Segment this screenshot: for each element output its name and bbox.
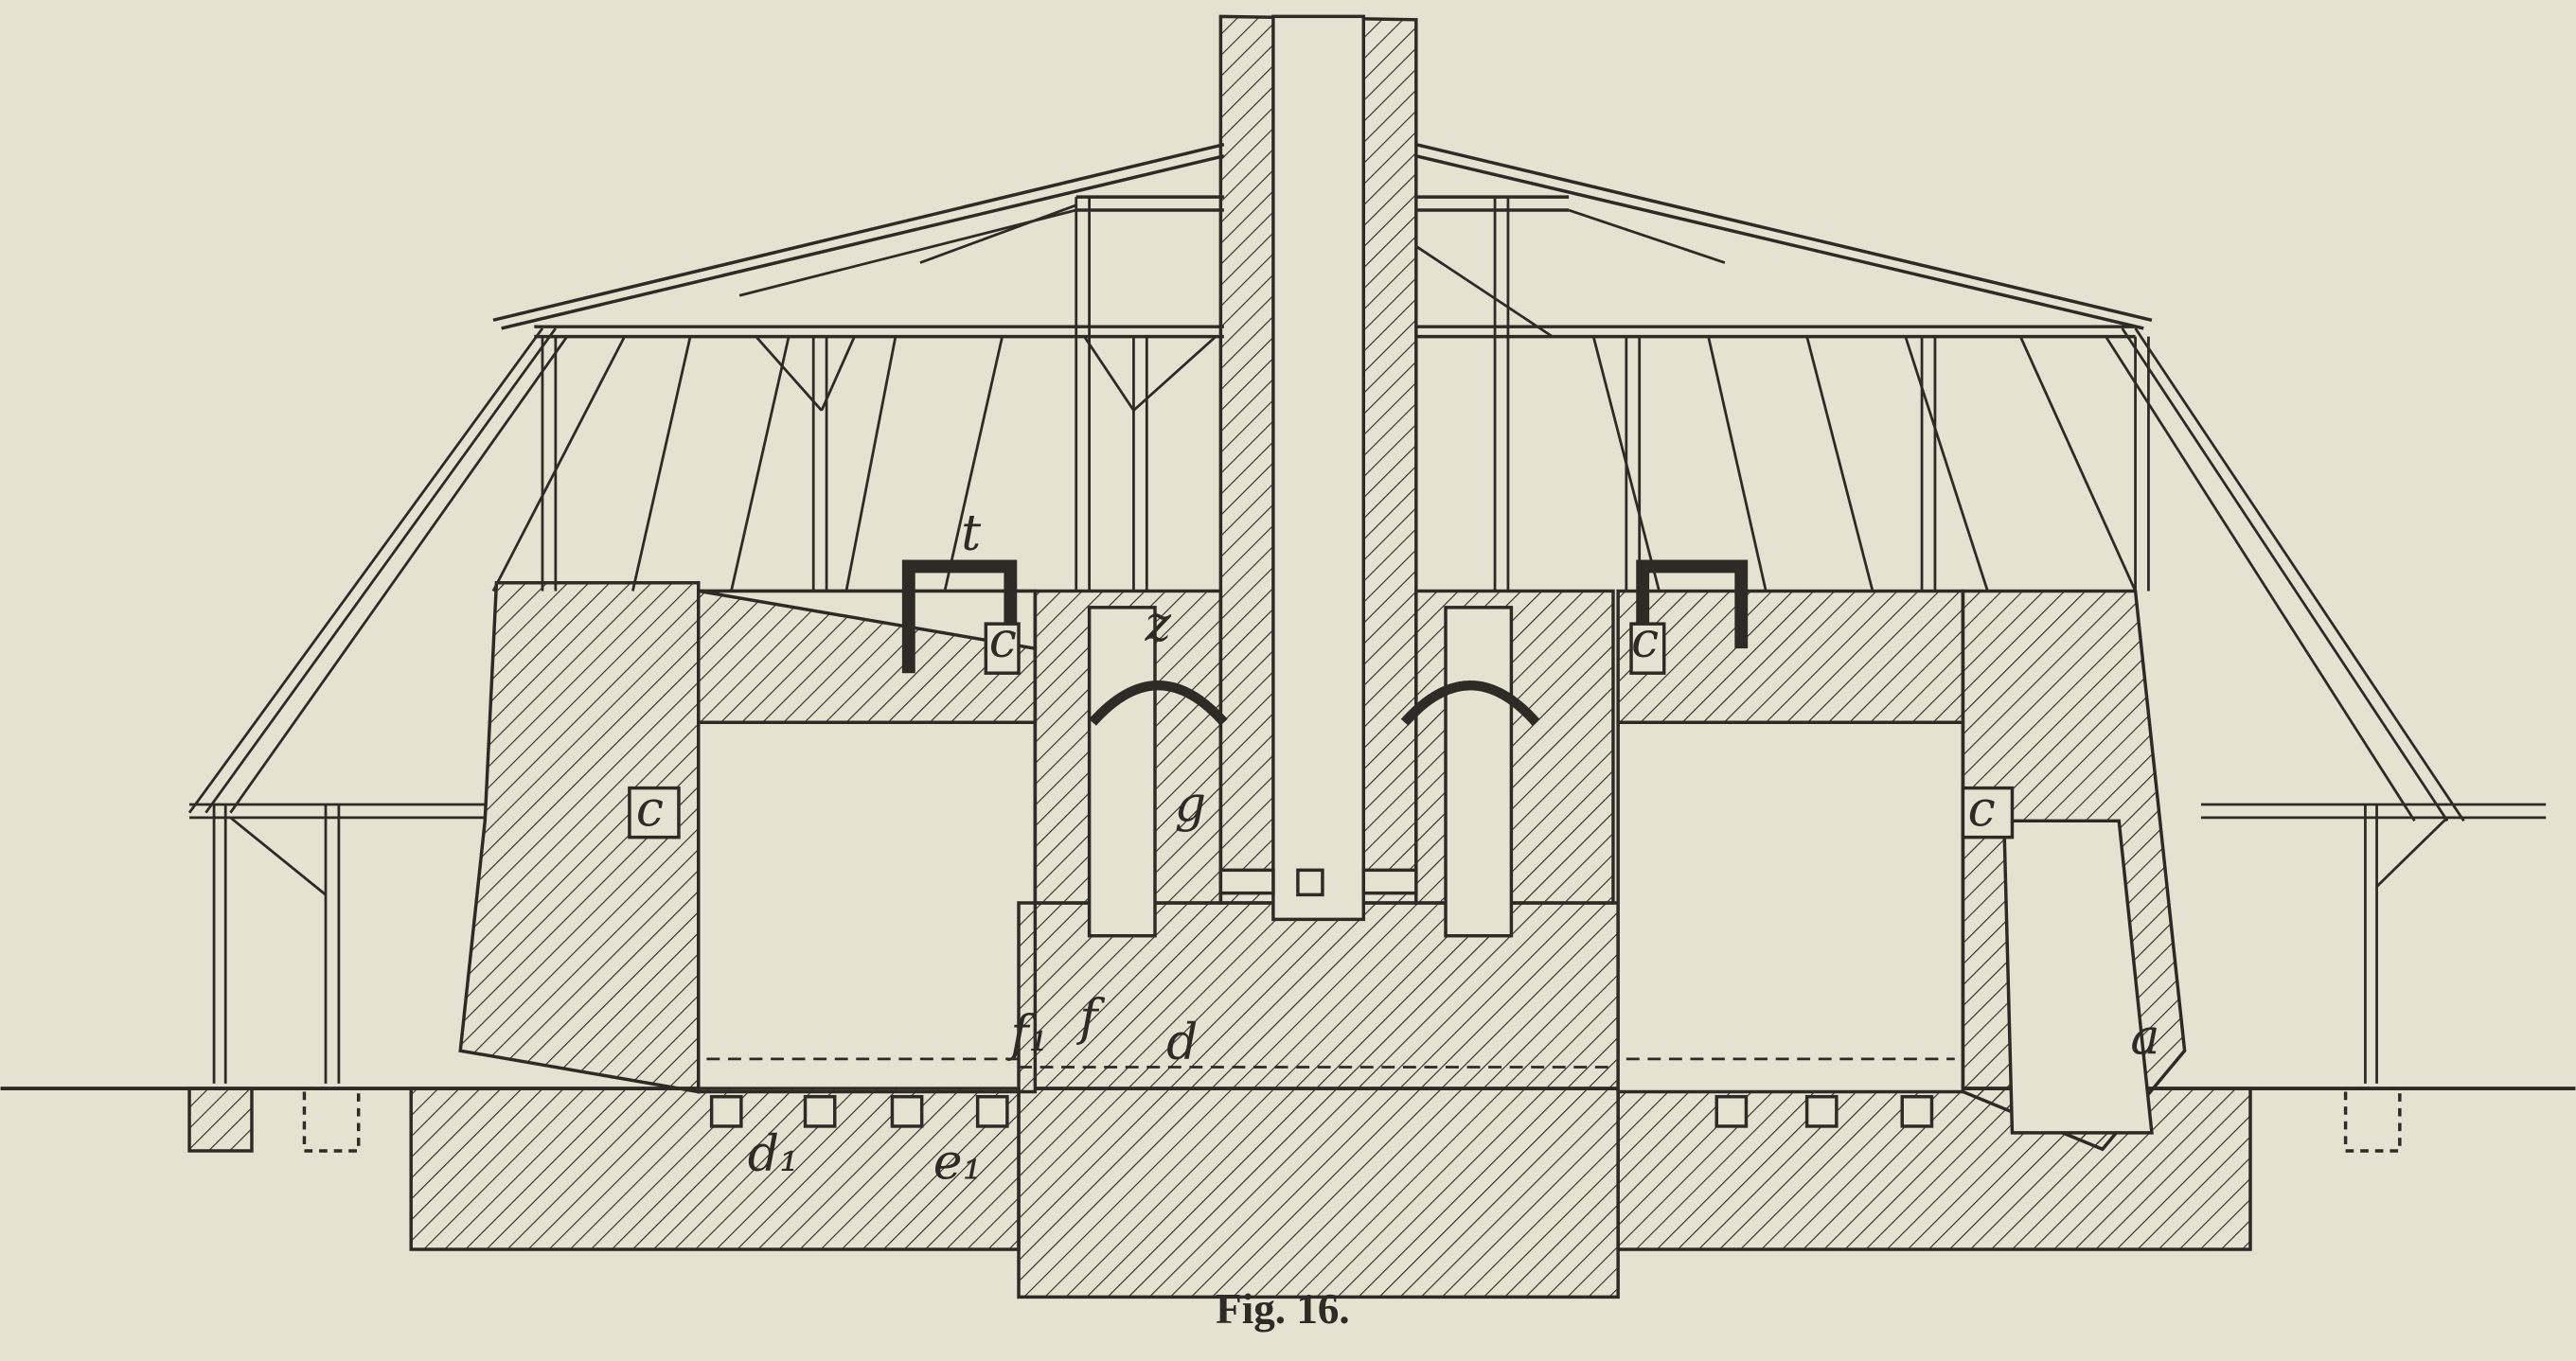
label-d: d — [1166, 1015, 1198, 1071]
label-c-right-top: c — [1631, 612, 1659, 669]
label-c-left-side: c — [636, 782, 664, 839]
label-f1: f₁ — [1006, 1006, 1048, 1063]
label-a: a — [2130, 1010, 2159, 1067]
label-g: g — [1175, 776, 1206, 833]
label-e1: e₁ — [933, 1134, 983, 1191]
label-c-right-side: c — [1968, 782, 1996, 839]
label-z: z — [1145, 596, 1172, 653]
label-t: t — [961, 505, 981, 562]
masonry — [187, 14, 2402, 1299]
label-c-left-top: c — [989, 612, 1017, 669]
label-d1: d₁ — [748, 1126, 799, 1183]
figure-caption: Fig. 16. — [1216, 1285, 1350, 1333]
